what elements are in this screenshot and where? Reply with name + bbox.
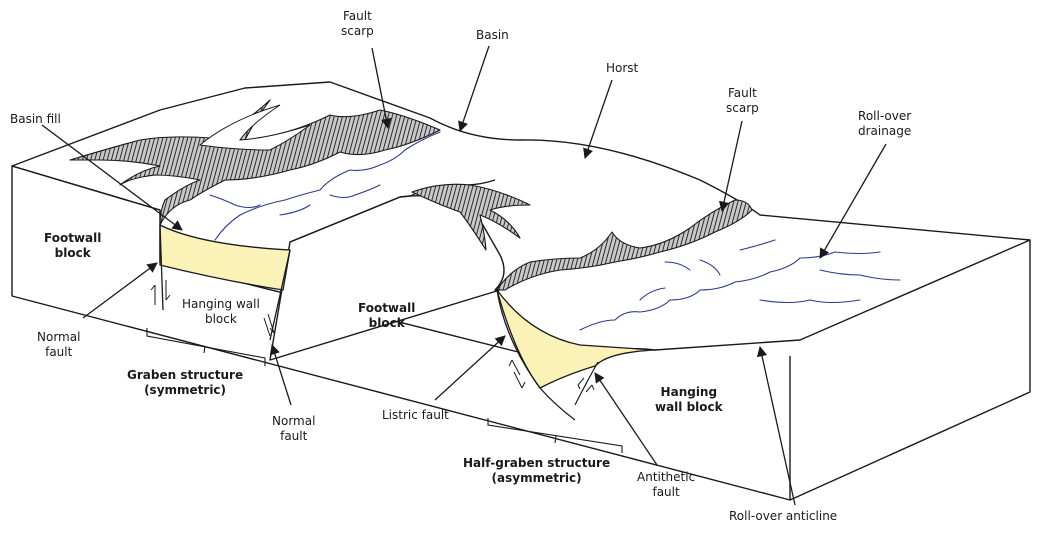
normal-fault-center-trace: [269, 249, 291, 341]
fault-scarp-right: [496, 199, 753, 291]
half-graben-bracket: [487, 418, 623, 453]
fault-motion-arrows: [150, 280, 595, 393]
half-graben-basin-fill: [496, 289, 656, 389]
fault-scarp-left-upper: [69, 99, 441, 226]
fault-scarp-center: [411, 183, 531, 251]
graben-bracket: [146, 328, 266, 366]
drainage-network: [209, 131, 901, 331]
label-listric-fault: Listric fault: [382, 408, 449, 422]
label-graben-structure: Graben structure(symmetric): [127, 368, 244, 397]
label-half-graben-structure: Half-graben structure(asymmetric): [463, 456, 611, 485]
horst-top-edge: [289, 195, 411, 243]
normal-fault-left-trace: [159, 224, 164, 311]
top-surface-outline: [11, 81, 1031, 241]
label-basin: Basin: [476, 28, 509, 42]
listric-fault-trace: [496, 289, 576, 421]
half-graben-bracket-tick: [554, 435, 557, 444]
label-basin-fill: Basin fill: [10, 112, 61, 126]
graben-bracket-tick: [203, 345, 206, 354]
fault-scarp-left-spur: [198, 104, 311, 151]
graben-basin-fill: [159, 224, 291, 291]
label-rollover-anticline: Roll-over anticline: [729, 509, 838, 523]
top-front-edge: [11, 165, 161, 211]
antithetic-fault-trace: [574, 361, 599, 406]
leader-arrows: [41, 45, 887, 506]
label-horst: Horst: [606, 61, 639, 75]
